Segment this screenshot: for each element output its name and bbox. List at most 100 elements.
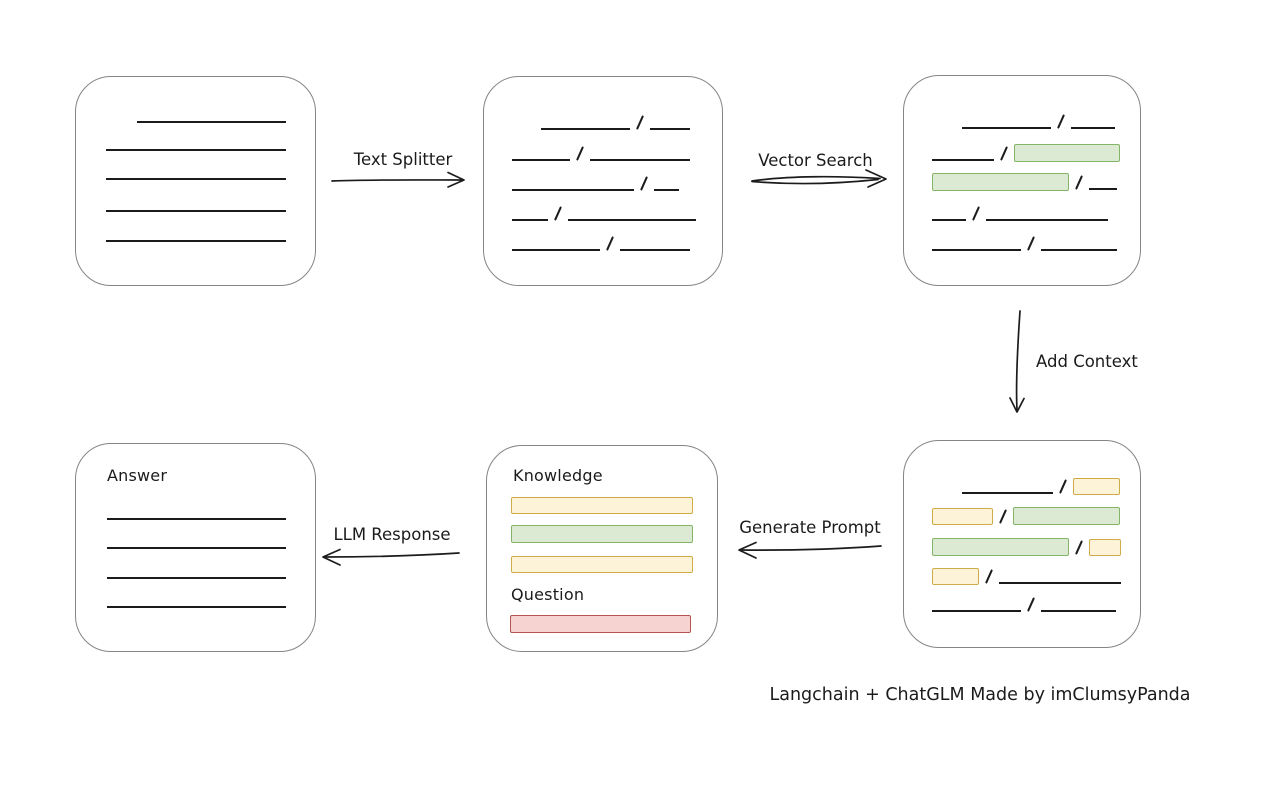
text-line xyxy=(107,577,286,579)
slash-separator xyxy=(554,206,562,221)
slash-separator xyxy=(1000,146,1008,161)
chunk-row xyxy=(511,553,693,573)
chunk-row xyxy=(511,494,693,514)
text-line xyxy=(106,178,286,180)
chunk-row xyxy=(107,501,286,521)
chunk-row xyxy=(932,565,1121,585)
chunk-row xyxy=(107,589,286,609)
green-chunk xyxy=(932,538,1069,556)
text-line xyxy=(512,219,548,221)
chunk-row xyxy=(106,223,286,243)
text-line xyxy=(1041,610,1116,612)
slash-separator xyxy=(1059,479,1067,494)
yellow-chunk xyxy=(1073,478,1120,495)
text-line xyxy=(568,219,696,221)
slash-separator xyxy=(576,146,584,161)
yellow-chunk xyxy=(511,556,693,573)
vector-search-arrow xyxy=(751,169,887,188)
yellow-chunk xyxy=(932,508,993,525)
text-line xyxy=(932,219,966,221)
text-line xyxy=(1071,127,1115,129)
green-chunk xyxy=(932,173,1069,191)
slash-separator xyxy=(640,176,648,191)
text-line xyxy=(1041,249,1117,251)
red-chunk xyxy=(510,615,691,633)
chunk-row xyxy=(932,505,1120,525)
chunk-row xyxy=(510,613,691,633)
source-document-node xyxy=(75,76,316,286)
text-line xyxy=(962,492,1053,494)
chunk-row xyxy=(106,161,286,181)
text-line xyxy=(654,189,679,191)
text-line xyxy=(107,518,286,520)
yellow-chunk xyxy=(511,497,693,514)
text-line xyxy=(512,189,634,191)
text-splitter-label: Text Splitter xyxy=(353,150,453,169)
chunk-row xyxy=(106,132,286,152)
slash-separator xyxy=(1057,114,1065,129)
chunk-row xyxy=(541,111,690,131)
chunk-row xyxy=(932,202,1108,222)
slash-separator xyxy=(1027,597,1035,612)
chunk-row xyxy=(106,193,286,213)
vector-search-result-node xyxy=(903,75,1141,286)
slash-separator xyxy=(1075,540,1083,555)
generate-prompt-arrow xyxy=(738,541,882,559)
chunk-row xyxy=(107,560,286,580)
text-line xyxy=(620,249,690,251)
text-line xyxy=(106,210,286,212)
generate-prompt-label: Generate Prompt xyxy=(739,518,881,537)
add-context-label: Add Context xyxy=(1036,352,1138,371)
text-line xyxy=(1089,188,1117,190)
chunk-row xyxy=(962,475,1120,495)
answer-node: Answer xyxy=(75,443,316,652)
context-node xyxy=(903,440,1141,648)
chunk-row xyxy=(512,172,679,192)
text-line xyxy=(512,159,570,161)
text-line xyxy=(107,547,286,549)
llm-response-label: LLM Response xyxy=(333,525,451,544)
slash-separator xyxy=(972,206,980,221)
chunk-row xyxy=(512,202,696,222)
text-line xyxy=(962,127,1051,129)
question-label: Question xyxy=(511,585,585,604)
text-splitter-arrow xyxy=(331,171,465,188)
text-line xyxy=(106,149,286,151)
text-line xyxy=(137,121,286,123)
text-line xyxy=(986,219,1108,221)
text-line xyxy=(106,240,286,242)
chunk-row xyxy=(107,530,286,550)
answer-label: Answer xyxy=(107,466,168,485)
vector-search-label: Vector Search xyxy=(758,151,873,170)
text-line xyxy=(107,606,286,608)
text-line xyxy=(999,582,1121,584)
chunk-row xyxy=(512,142,690,162)
chunk-row xyxy=(932,232,1117,252)
text-line xyxy=(932,249,1021,251)
text-line xyxy=(512,249,600,251)
chunk-row xyxy=(962,110,1115,130)
chunk-row xyxy=(932,536,1121,556)
llm-response-arrow xyxy=(322,548,460,566)
slash-separator xyxy=(636,115,644,130)
chunk-row xyxy=(932,171,1117,191)
green-chunk xyxy=(511,525,693,543)
slash-separator xyxy=(1027,236,1035,251)
prompt-node: Knowledge Question xyxy=(486,445,718,652)
add-context-arrow xyxy=(1009,310,1025,413)
text-line xyxy=(932,610,1021,612)
green-chunk xyxy=(1013,507,1120,525)
slash-separator xyxy=(985,569,993,584)
split-text-node xyxy=(483,76,723,286)
chunk-row xyxy=(932,142,1120,162)
text-line xyxy=(590,159,690,161)
yellow-chunk xyxy=(932,568,979,585)
chunk-row xyxy=(511,523,693,543)
text-line xyxy=(541,128,630,130)
yellow-chunk xyxy=(1089,539,1121,556)
chunk-row xyxy=(512,232,690,252)
green-chunk xyxy=(1014,144,1120,162)
chunk-row xyxy=(137,104,286,124)
slash-separator xyxy=(606,236,614,251)
slash-separator xyxy=(999,509,1007,524)
